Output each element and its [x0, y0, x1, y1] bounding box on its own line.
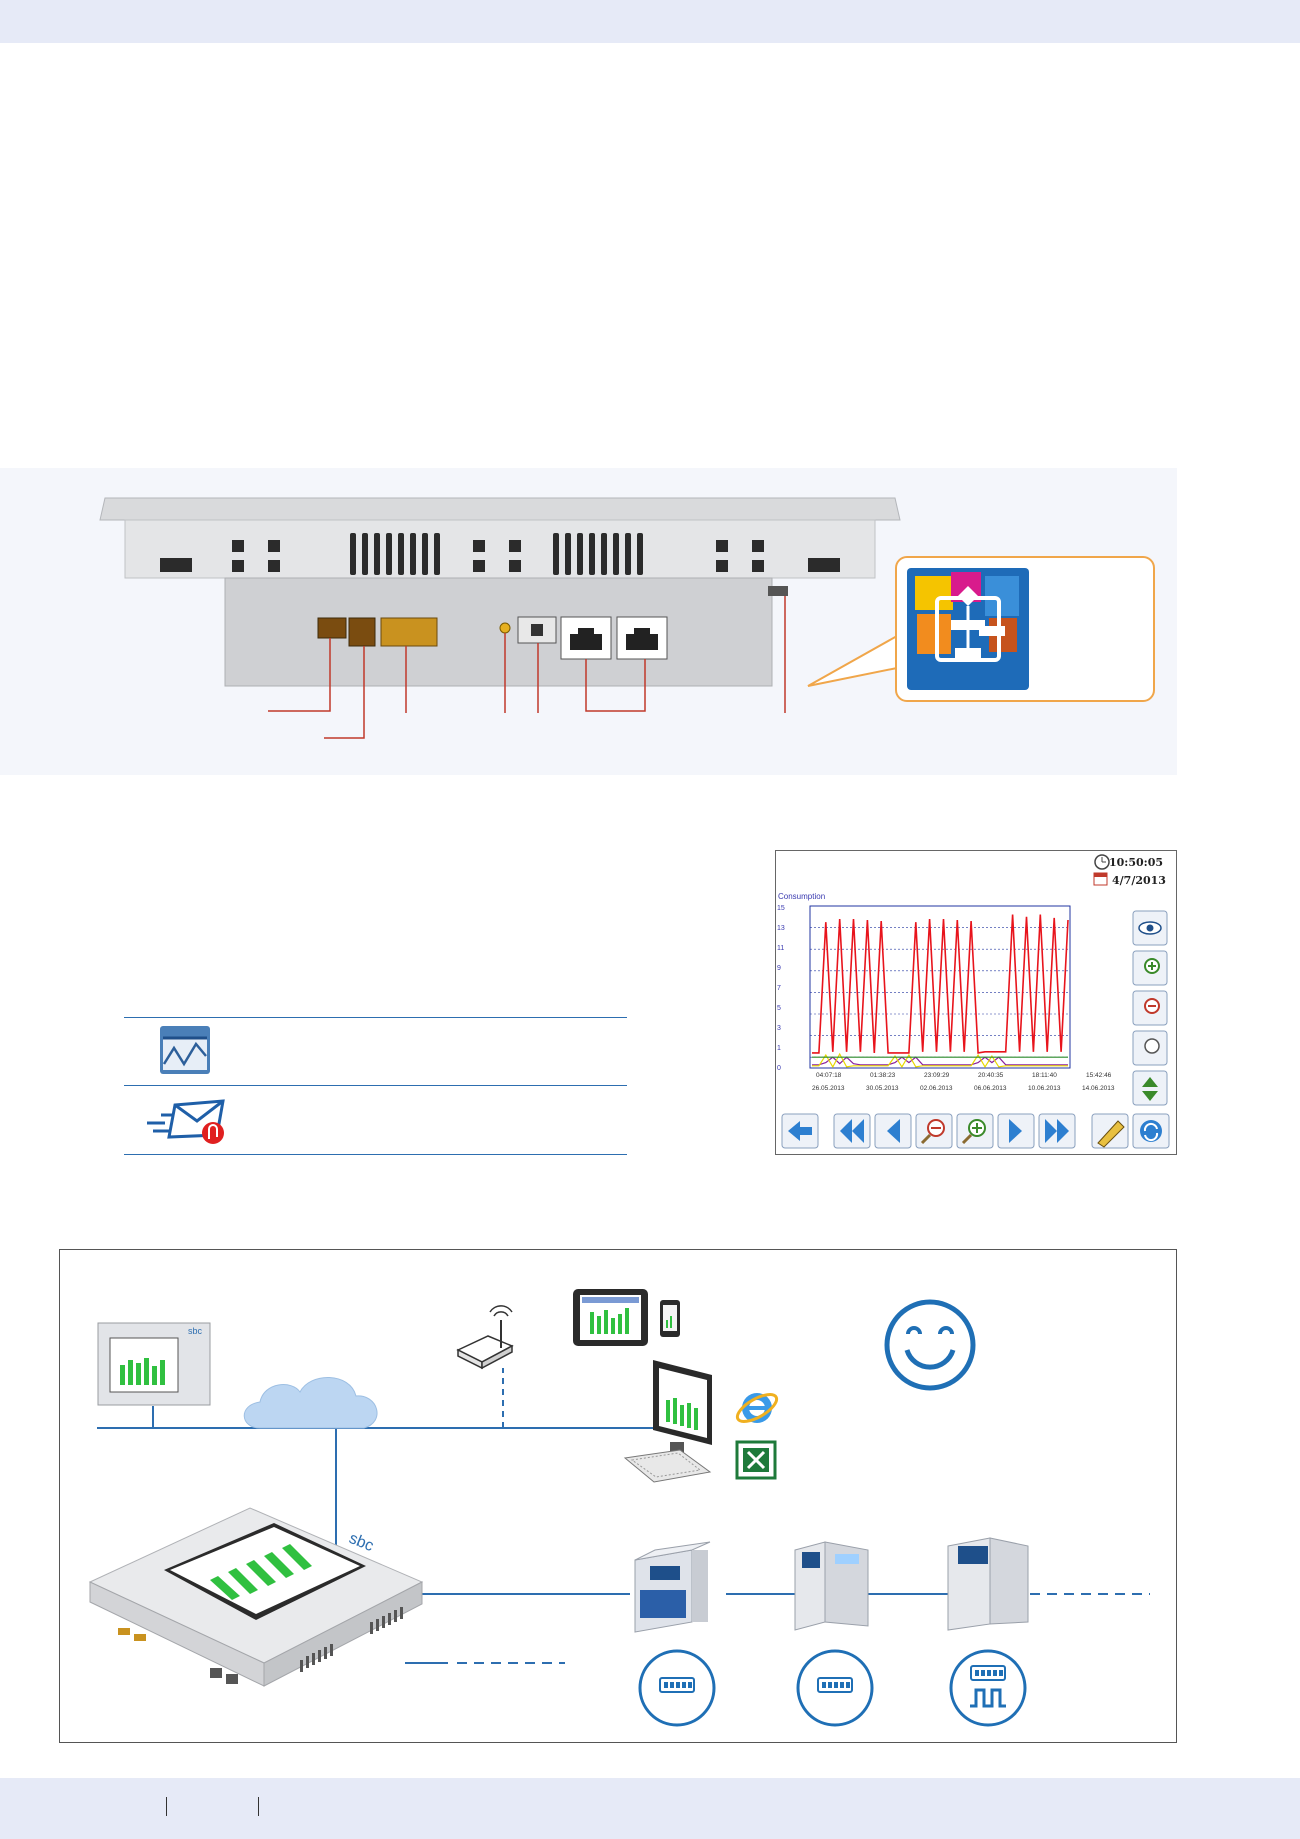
- chart-series-line: [812, 1052, 1068, 1069]
- tablet-icon: [573, 1289, 648, 1346]
- x-tick-time: 20:40:35: [978, 1072, 1004, 1079]
- feature-list-divider: [124, 1017, 627, 1018]
- network-overview-diagram: sbc: [59, 1249, 1177, 1743]
- refresh-button[interactable]: [1132, 1113, 1170, 1149]
- footer-band: [0, 1778, 1300, 1839]
- clock-date: 4/7/2013: [1112, 874, 1166, 887]
- trend-view-screen: 10:50:05 4/7/2013 Consumption 15 13 11 9…: [775, 850, 1177, 1155]
- x-tick-date: 06.06.2013: [974, 1085, 1007, 1092]
- fupla-flowchart-icon: [907, 568, 1029, 690]
- zoom-out-vertical-button[interactable]: [1132, 990, 1168, 1026]
- edit-icon: [1097, 1120, 1125, 1148]
- scroll-vertical-button[interactable]: [1132, 1070, 1168, 1106]
- chart-title: Consumption: [778, 892, 825, 901]
- x-tick-date: 26.05.2013: [812, 1085, 845, 1092]
- eye-button[interactable]: [1132, 910, 1168, 946]
- y-tick-label: 3: [777, 1025, 781, 1032]
- zoom-in-button[interactable]: [956, 1113, 994, 1149]
- x-axis-ticks: 04:07:18 01:38:23 23:09:29 20:40:35 18:1…: [812, 1072, 1115, 1092]
- rewind-button[interactable]: [833, 1113, 871, 1149]
- back-button[interactable]: [781, 1113, 819, 1149]
- y-tick-label: 0: [777, 1065, 781, 1072]
- energy-meter-icon: [796, 1649, 874, 1727]
- y-tick-label: 13: [777, 925, 785, 932]
- step-forward-button[interactable]: [997, 1113, 1035, 1149]
- y-axis-ticks: 15 13 11 9 7 5 3 1 0: [777, 905, 785, 1072]
- pulse-counter-icon: [949, 1649, 1027, 1727]
- panel-brand-logo: sbc: [188, 1326, 203, 1336]
- reset-scale-icon: [1144, 1038, 1160, 1054]
- email-attachment-icon: [147, 1099, 225, 1144]
- device-underside-illustration: [99, 497, 901, 739]
- back-arrow-icon: [788, 1121, 812, 1141]
- fast-forward-icon: [1045, 1119, 1069, 1143]
- programming-callout: [895, 556, 1155, 702]
- clock-time: 10:50:05: [1109, 856, 1163, 869]
- web-panel-controller: sbc: [88, 1507, 424, 1687]
- x-tick-date: 02.06.2013: [920, 1085, 953, 1092]
- edit-button[interactable]: [1091, 1113, 1129, 1149]
- remote-panel-device: sbc: [97, 1322, 211, 1406]
- footer-separator: [258, 1797, 259, 1816]
- y-tick-label: 1: [777, 1045, 781, 1052]
- x-tick-time: 18:11:40: [1032, 1072, 1057, 1079]
- x-tick-date: 14.06.2013: [1082, 1085, 1115, 1092]
- side-button-column: [1132, 910, 1168, 1106]
- three-phase-meter-device: [634, 1541, 711, 1633]
- zoom-out-button[interactable]: [915, 1113, 953, 1149]
- x-tick-date: 30.05.2013: [866, 1085, 899, 1092]
- internet-explorer-icon: [735, 1393, 779, 1423]
- feature-list-divider: [124, 1154, 627, 1155]
- chart-series-line: [812, 914, 1069, 1054]
- step-forward-icon: [1009, 1119, 1022, 1143]
- plot-area: [809, 905, 1071, 1069]
- x-tick-time: 23:09:29: [924, 1072, 950, 1079]
- step-back-button[interactable]: [874, 1113, 912, 1149]
- rewind-icon: [840, 1119, 864, 1143]
- wireless-router-icon: [456, 1305, 514, 1370]
- y-tick-label: 9: [777, 965, 781, 972]
- x-tick-date: 10.06.2013: [1028, 1085, 1061, 1092]
- trend-icon: [160, 1026, 210, 1074]
- scroll-vertical-icon: [1142, 1077, 1158, 1087]
- feature-list-divider: [124, 1085, 627, 1086]
- chart-series-line: [812, 1056, 1068, 1066]
- cloud-icon: [243, 1377, 378, 1429]
- step-back-icon: [887, 1119, 900, 1143]
- top-band: [0, 0, 1300, 43]
- footer-separator: [166, 1797, 167, 1816]
- energy-meter-icon: [638, 1649, 716, 1727]
- pulse-meter-device: [947, 1537, 1029, 1631]
- x-tick-time: 15:42:46: [1086, 1072, 1112, 1079]
- zoom-in-vertical-button[interactable]: [1132, 950, 1168, 986]
- y-tick-label: 5: [777, 1005, 781, 1012]
- reset-scale-button[interactable]: [1132, 1030, 1168, 1066]
- x-tick-time: 04:07:18: [816, 1072, 842, 1079]
- network-diagram-svg: sbc: [88, 1289, 1150, 1727]
- y-tick-label: 11: [777, 945, 784, 952]
- smiley-icon: [884, 1299, 976, 1391]
- excel-icon: [735, 1440, 777, 1480]
- bottom-button-row: [781, 1113, 1170, 1149]
- trend-screen-svg: 10:50:05 4/7/2013 Consumption 15 13 11 9…: [777, 854, 1170, 1149]
- smartphone-icon: [660, 1300, 680, 1337]
- y-tick-label: 7: [777, 985, 781, 992]
- fast-forward-button[interactable]: [1038, 1113, 1076, 1149]
- desktop-pc-icon: [623, 1360, 712, 1483]
- single-phase-meter-device: [794, 1541, 869, 1631]
- y-tick-label: 15: [777, 905, 785, 912]
- x-tick-time: 01:38:23: [870, 1072, 896, 1079]
